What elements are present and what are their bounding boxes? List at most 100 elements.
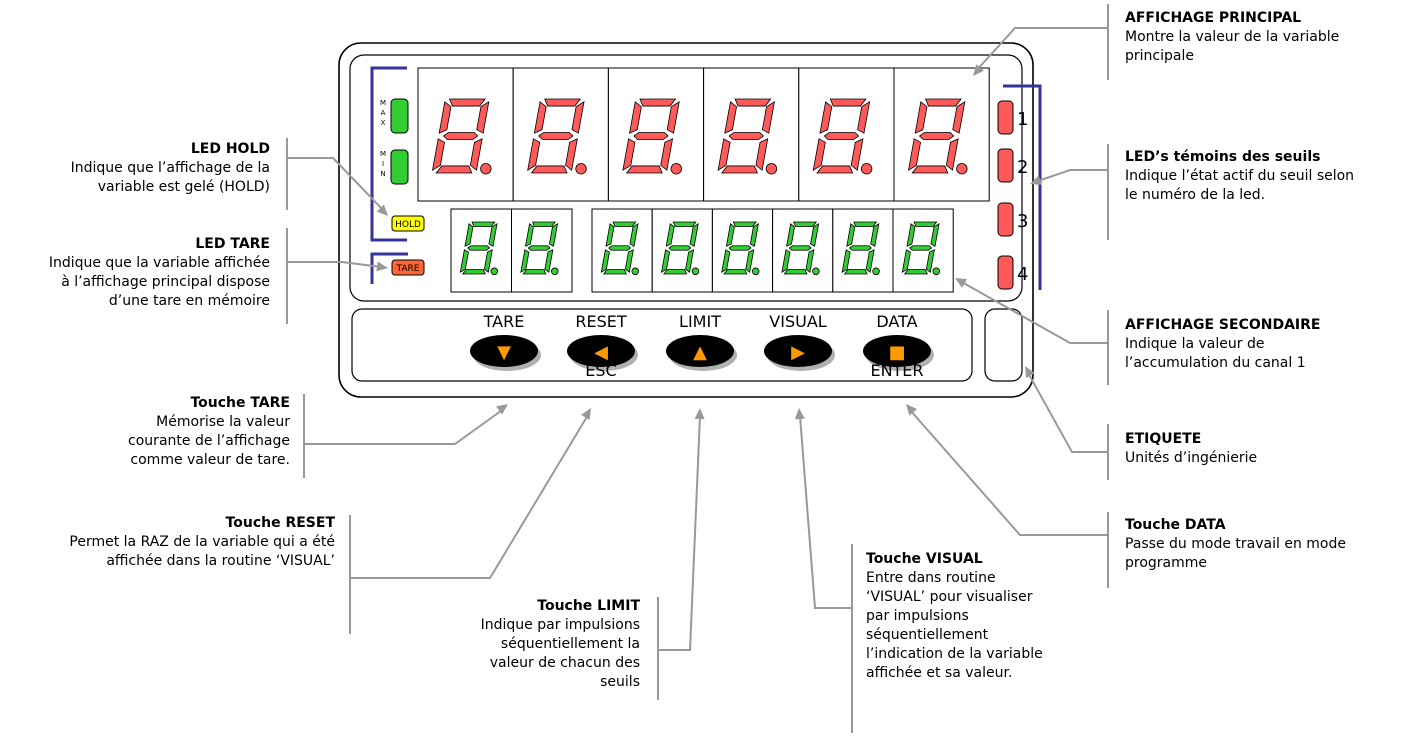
key-bottom-label: ESC [585,361,616,380]
annotation-title: AFFICHAGE PRINCIPAL [1125,10,1302,26]
leader-touche-reset-arrow [350,414,589,579]
max-led [390,98,409,134]
annotation-desc: Mémorise la valeur courante de l’afficha… [128,414,290,468]
tare-led [391,259,425,276]
main-digit [717,98,778,175]
key-symbol-icon: ▶ [791,342,805,363]
key-top-label: VISUAL [769,312,826,331]
threshold-leds: 1 2 3 4 [997,100,1028,290]
secondary-digit [901,221,941,276]
annotation-touche-limit: Touche LIMIT Indique par impulsions séqu… [440,597,640,692]
leader-touche-data-arrow [909,409,1108,536]
annotation-title: Touche VISUAL [866,551,983,567]
annotation-touche-tare: Touche TARE Mémorise la valeur courante … [60,394,290,470]
left-bracket [370,66,408,284]
annotation-title: LED’s témoins des seuils [1125,149,1321,165]
threshold-led-2 [997,148,1014,183]
leader-arrowhead [906,404,917,416]
leader-arrowhead [496,404,508,415]
key-top-label: TARE [483,312,525,331]
annotation-title: LED TARE [195,236,270,252]
hold-led-label: HOLD [395,220,421,230]
leader-arrowhead [794,408,805,420]
leader-touche-limit-arrow [658,415,701,651]
secondary-digit [660,221,700,276]
annotation-desc: Passe du mode travail en mode programme [1125,536,1346,571]
key-symbol-icon: ◀ [594,342,608,363]
key-limit-button[interactable]: ▲LIMIT [666,312,737,371]
annotation-desc: Unités d’ingénierie [1125,450,1258,466]
leader-touche-tare-arrow [304,407,506,445]
annotation-desc: Indique par impulsions séquentiellement … [480,617,640,690]
annotation-desc: Indique la valeur de l’accumulation du c… [1125,336,1306,371]
leader-led-hold-arrow [287,157,386,213]
leader-lines [286,4,1109,733]
annotation-etiquete: ETIQUETE Unités d’ingénierie [1125,430,1395,468]
min-led [390,149,409,185]
leader-arrowhead [694,408,705,420]
leader-touche-visual-arrow [799,415,852,609]
main-digit [431,98,492,175]
secondary-digit [520,221,559,276]
key-bottom-label: ENTER [870,361,923,380]
leader-arrowhead [1025,366,1035,379]
annotation-title: LED HOLD [190,141,270,157]
key-symbol-icon: ▼ [497,342,511,363]
threshold-num-4: 4 [1017,264,1028,285]
leader-led-tare-arrow [287,261,382,268]
secondary-digit [721,221,760,276]
main-digit [527,98,587,175]
annotation-desc: Montre la valeur de la variable principa… [1125,29,1340,64]
annotation-title: AFFICHAGE SECONDAIRE [1125,317,1321,333]
annotation-desc: Indique que l’affichage de la variable e… [70,160,270,195]
leader-arrowhead [376,261,388,272]
tare-led-label: TARE [396,264,420,274]
secondary-display [450,208,954,293]
leader-affichage-secondaire-arrow [959,280,1108,344]
leader-arrowhead [376,204,388,216]
annotation-desc: Entre dans routine ‘VISUAL’ pour visuali… [866,570,1043,681]
annotation-desc: Indique l’état actif du seuil selon le n… [1125,168,1355,203]
hold-led [391,215,425,232]
right-bracket [1003,84,1042,290]
secondary-digit [781,221,820,276]
leader-led-seuils-arrow [1034,169,1108,183]
key-symbol-icon: ■ [888,342,905,363]
secondary-digit [841,221,880,276]
annotation-affichage-principal: AFFICHAGE PRINCIPAL Montre la valeur de … [1125,9,1395,66]
key-visual-button[interactable]: ▶ VISUAL [764,312,835,371]
key-top-label: LIMIT [679,312,721,331]
annotation-touche-visual: Touche VISUAL Entre dans routine ‘VISUAL… [866,550,1086,683]
label-window [984,308,1023,382]
main-display [417,67,990,202]
threshold-led-4 [997,255,1014,290]
annotation-title: Touche LIMIT [537,598,640,614]
annotation-affichage-secondaire: AFFICHAGE SECONDAIRE Indique la valeur d… [1125,316,1395,373]
main-digit [812,98,873,175]
leader-arrowhead [581,408,591,421]
main-digit [622,98,682,175]
leader-etiquete-arrow [1026,370,1108,453]
annotation-title: Touche RESET [225,515,335,531]
key-reset-button[interactable]: ◀ RESET ESC [567,312,638,380]
annotation-led-tare: LED TARE Indique que la variable affiché… [10,235,270,311]
annotation-led-hold: LED HOLD Indique que l’affichage de la v… [30,140,270,197]
annotation-title: Touche TARE [190,395,290,411]
annotation-touche-reset: Touche RESET Permet la RAZ de la variabl… [20,514,335,571]
secondary-digit [459,221,499,276]
leader-arrowhead [1030,175,1043,185]
annotation-desc: Permet la RAZ de la variable qui a été a… [69,534,335,569]
threshold-num-1: 1 [1017,109,1028,130]
key-tare-button[interactable]: ▼ TARE [470,312,541,371]
annotation-title: Touche DATA [1125,517,1226,533]
threshold-num-3: 3 [1017,211,1028,232]
threshold-num-2: 2 [1017,157,1028,178]
leader-arrowhead [973,64,984,76]
annotation-title: ETIQUETE [1125,431,1202,447]
key-top-label: RESET [575,312,626,331]
leader-affichage-principal-arrow [974,27,1108,73]
